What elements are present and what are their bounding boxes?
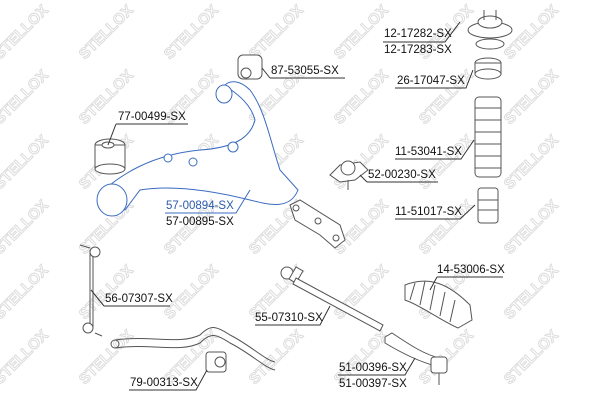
part-label-57-00895[interactable]: 57-00895-SX [166,216,234,228]
inner-tie-rod[interactable] [280,266,384,332]
part-label-12-17283[interactable]: 12-17283-SX [384,44,452,56]
part-label-56-07307[interactable]: 56-07307-SX [105,293,173,305]
stabilizer-bushing[interactable] [205,351,227,373]
dust-boot[interactable] [474,96,502,178]
stabilizer-bar[interactable] [110,327,276,371]
steering-boot[interactable] [404,280,473,329]
strut-mount[interactable] [467,10,513,50]
control-arm[interactable] [96,81,299,217]
part-label-55-07310[interactable]: 55-07310-SX [255,312,323,324]
part-label-14-53006[interactable]: 14-53006-SX [437,264,505,276]
part-label-51-00396[interactable]: 51-00396-SX [339,362,407,374]
part-label-57-00894[interactable]: 57-00894-SX [166,200,234,212]
tie-rod-end[interactable] [384,332,448,385]
stabilizer-link[interactable] [79,244,103,337]
part-label-52-00230[interactable]: 52-00230-SX [368,169,436,181]
strut-bearing[interactable] [474,57,502,80]
rear-bushing[interactable] [94,138,126,175]
part-label-87-53055[interactable]: 87-53055-SX [271,65,339,77]
part-label-77-00499[interactable]: 77-00499-SX [118,111,186,123]
arm-bushing[interactable] [237,54,263,80]
leader-lines [90,21,503,391]
ball-joint[interactable] [329,160,369,190]
part-label-51-00397[interactable]: 51-00397-SX [339,378,407,390]
part-label-26-17047[interactable]: 26-17047-SX [397,75,465,87]
part-label-12-17282[interactable]: 12-17282-SX [384,28,452,40]
part-label-79-00313[interactable]: 79-00313-SX [130,377,198,389]
bump-stop[interactable] [477,187,499,224]
part-label-11-53041[interactable]: 11-53041-SX [395,146,462,158]
bracket[interactable] [289,199,346,249]
part-label-11-51017[interactable]: 11-51017-SX [395,206,462,218]
